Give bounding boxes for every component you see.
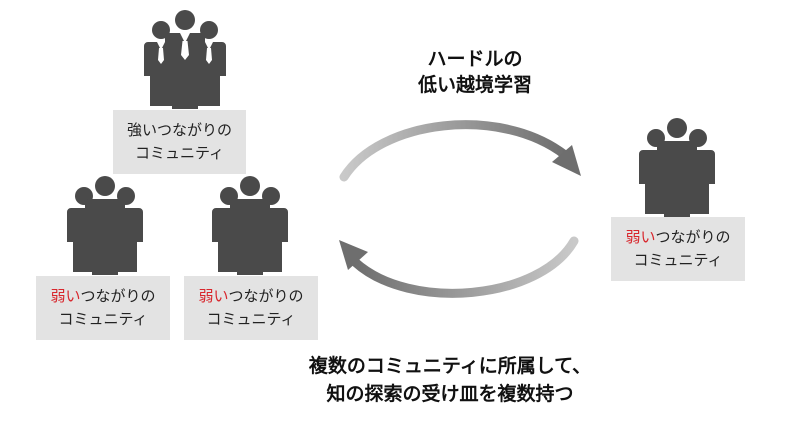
bottom-caption: 複数のコミュニティに所属して、 知の探索の受け皿を複数持つ xyxy=(295,352,605,408)
label-line2: コミュニティ xyxy=(58,310,148,328)
highlight-weak: 弱い xyxy=(50,287,81,305)
label-rest: つながりの xyxy=(655,228,731,246)
top-caption-line2: 低い越境学習 xyxy=(417,74,532,96)
community-label-strong: 強いつながりの コミュニティ xyxy=(113,110,246,174)
community-label-weak-middle: 弱いつながりの コミュニティ xyxy=(184,276,318,340)
label-rest: つながりの xyxy=(228,287,304,305)
bottom-caption-line2: 知の探索の受け皿を複数持つ xyxy=(326,383,574,405)
label-line1: 弱いつながりの xyxy=(36,285,170,308)
arrow-bottom-icon xyxy=(339,236,579,298)
top-caption: ハードルの 低い越境学習 xyxy=(390,46,560,98)
top-caption-line1: ハードルの xyxy=(427,48,523,70)
label-line1: 強いつながりの xyxy=(126,121,232,139)
community-label-weak-right: 弱いつながりの コミュニティ xyxy=(611,217,745,281)
label-line2: コミュニティ xyxy=(134,144,225,162)
highlight-weak: 弱い xyxy=(198,287,229,305)
arrow-top-icon xyxy=(339,120,581,182)
label-line2: コミュニティ xyxy=(633,251,723,269)
label-line1: 弱いつながりの xyxy=(184,285,318,308)
bottom-caption-line1: 複数のコミュニティに所属して、 xyxy=(308,355,592,377)
label-rest: つながりの xyxy=(80,287,156,305)
highlight-weak: 弱い xyxy=(625,228,656,246)
community-label-weak-left: 弱いつながりの コミュニティ xyxy=(36,276,170,340)
label-line1: 弱いつながりの xyxy=(611,226,745,249)
label-line2: コミュニティ xyxy=(206,310,296,328)
